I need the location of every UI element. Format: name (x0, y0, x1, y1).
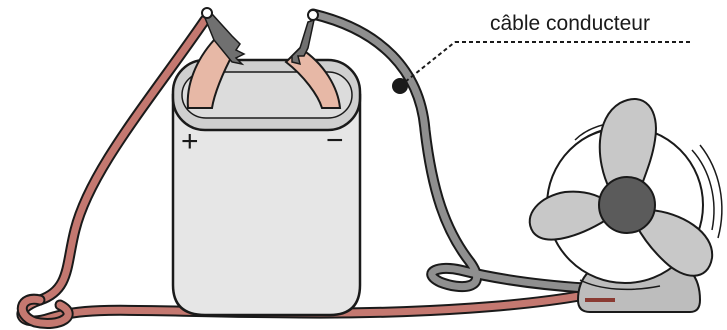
negative-terminal-sign: − (326, 124, 344, 157)
battery-body (171, 93, 362, 317)
annotation-leader-line (392, 41, 690, 94)
negative-clip-ring (307, 9, 319, 21)
positive-clip (186, 7, 246, 109)
negative-clip (284, 9, 342, 109)
fan-blades (528, 97, 714, 277)
annotation-label: câble conducteur (490, 12, 650, 35)
fan-hub (598, 176, 656, 234)
grey-cable (307, 8, 591, 294)
positive-terminal-sign: + (181, 125, 199, 158)
positive-clip-ring (201, 7, 213, 19)
fan-blade-left (528, 190, 614, 241)
fan-blade-top (598, 97, 657, 191)
fan-blade-right (634, 208, 714, 277)
annotation-dot (392, 78, 408, 94)
red-cable (16, 14, 591, 329)
fan (528, 97, 723, 313)
